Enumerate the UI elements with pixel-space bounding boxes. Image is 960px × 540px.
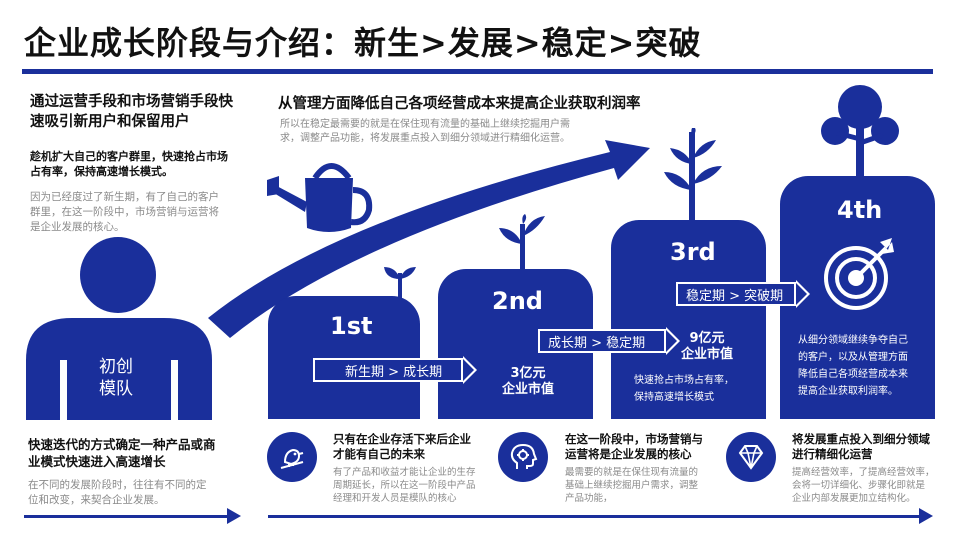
market-value-caption: 企业市值 (502, 382, 555, 397)
watering-can-icon (267, 163, 373, 232)
title-underline (22, 69, 933, 74)
page-title: 企业成长阶段与介绍：新生>发展>稳定>突破 (24, 24, 702, 62)
growing-plant-icon (664, 128, 722, 223)
left-bottom-heading-line: 业模式快速进入高速增长 (28, 454, 166, 469)
bottom-desc-line: 最需要的就是在保住现有流量的 (565, 467, 699, 478)
step-3-label: 3rd (670, 238, 716, 266)
bottom-heading-line: 只有在企业存活下来后企业 (333, 432, 471, 446)
step-3-block (611, 220, 766, 419)
bottom-desc-line: 有了产品和收益才能让企业的生存 (333, 467, 476, 478)
step-1-label: 1st (330, 312, 373, 340)
step-4-desc-line: 提高企业获取利润率。 (798, 386, 898, 397)
right-bottom-arrow-line (268, 515, 920, 518)
top-description: 所以在稳定最需要的就是在保住现有流量的基础上继续挖掘用户需 求，调整产品功能，将… (280, 118, 570, 146)
bottom-desc-line: 企业内部发展更加立结构化。 (792, 493, 916, 504)
top-desc-line: 求，调整产品功能，将发展重点投入到细分领域进行精细化运营。 (280, 133, 570, 144)
step-4-desc-line: 的客户，以及从管理方面 (798, 352, 908, 363)
bottom-heading-line: 将发展重点投入到细分领域 (792, 432, 930, 446)
top-desc-line: 所以在稳定最需要的就是在保住现有流量的基础上继续挖掘用户需 (280, 119, 570, 130)
stage-tag-1: 新生期 > 成长期 (313, 356, 477, 384)
diamond-icon (738, 445, 764, 470)
left-bottom-desc: 在不同的发展阶段时，往往有不同的定 位和改变，来契合企业发展。 (28, 478, 207, 508)
bottom-desc-line: 产品功能， (565, 493, 613, 504)
top-heading: 从管理方面降低自己各项经营成本来提高企业获取利润率 (278, 96, 641, 112)
left-subheading-line: 占有率，保持高速增长模式。 (30, 165, 173, 178)
growth-arrow (208, 140, 650, 338)
market-value-amount: 9亿元 (689, 331, 725, 346)
left-desc-line: 因为已经度过了新生期，有了自己的客户 (30, 191, 219, 203)
bottom-item-3-desc: 提高经营效率，了提高经营效率， 会将一切详细化、步骤化即就是 企业内部发展更加立… (792, 466, 935, 505)
left-bottom-arrowhead (227, 508, 241, 524)
stage-tag-1-text: 新生期 > 成长期 (313, 358, 463, 382)
left-bottom-arrow-line (24, 515, 228, 518)
team-label: 初创 模队 (88, 356, 144, 400)
left-bottom-heading: 快速迭代的方式确定一种产品或商 业模式快速进入高速增长 (28, 436, 216, 470)
bottom-item-1-heading: 只有在企业存活下来后企业 才能有自己的未来 (333, 432, 471, 462)
left-bottom-heading-line: 快速迭代的方式确定一种产品或商 (28, 437, 216, 452)
step-1-block (268, 296, 420, 419)
market-value-amount: 3亿元 (510, 366, 546, 381)
left-description: 因为已经度过了新生期，有了自己的客户 群里，在这一阶段中，市场营销与运营将 是企… (30, 190, 219, 235)
left-bottom-desc-line: 位和改变，来契合企业发展。 (28, 494, 165, 506)
stage-tag-3-arrow (796, 280, 810, 308)
step-4-desc-line: 从细分领域继续争夺自己 (798, 335, 908, 346)
step-3-desc-line: 保持高速增长模式 (634, 392, 714, 403)
startup-team-person-icon (26, 237, 212, 420)
left-bottom-desc-line: 在不同的发展阶段时，往往有不同的定 (28, 479, 207, 491)
bottom-item-3-icon-wrap (726, 432, 776, 482)
step-4-description: 从细分领域继续争夺自己 的客户，以及从管理方面 降低自己各项经营成本来 提高企业… (798, 332, 908, 400)
bottom-heading-line: 运营将是企业发展的核心 (565, 447, 692, 461)
left-subheading: 趁机扩大自己的客户群里，快速抢占市场 占有率，保持高速增长模式。 (30, 149, 228, 179)
market-value-caption: 企业市值 (681, 347, 734, 362)
tree-icon (821, 85, 899, 179)
stage-tag-3: 稳定期 > 突破期 (676, 280, 810, 308)
bird-on-branch-icon (280, 448, 304, 469)
stage-tag-2-arrow (666, 327, 680, 355)
stage-tag-3-text: 稳定期 > 突破期 (676, 282, 796, 306)
target-icon (824, 238, 894, 310)
stage-tag-2: 成长期 > 稳定期 (538, 327, 680, 355)
left-subheading-line: 趁机扩大自己的客户群里，快速抢占市场 (30, 150, 228, 163)
left-desc-line: 群里，在这一阶段中，市场营销与运营将 (30, 206, 219, 218)
head-gear-icon (510, 443, 538, 469)
left-desc-line: 是企业发展的核心。 (30, 221, 125, 233)
team-label-line: 模队 (99, 379, 133, 399)
team-label-line: 初创 (99, 357, 133, 377)
step-3-value: 9亿元 企业市值 (681, 331, 733, 363)
right-bottom-arrowhead (919, 508, 933, 524)
bottom-desc-line: 经理和开发人员是模队的核心 (333, 493, 457, 504)
bottom-desc-line: 会将一切详细化、步骤化即就是 (792, 480, 926, 491)
stage-tag-2-text: 成长期 > 稳定期 (538, 329, 666, 353)
bottom-heading-line: 才能有自己的未来 (333, 447, 425, 461)
bottom-item-1-icon-wrap (267, 432, 317, 482)
step-4-desc-line: 降低自己各项经营成本来 (798, 369, 908, 380)
bottom-item-2-heading: 在这一阶段中，市场营销与 运营将是企业发展的核心 (565, 432, 703, 462)
step-4-label: 4th (837, 196, 883, 224)
step-3-desc-line: 快速抢占市场占有率， (634, 375, 734, 386)
bottom-item-1-desc: 有了产品和收益才能让企业的生存 周期延长，所以在这一阶段中产品 经理和开发人员是… (333, 466, 476, 505)
stage-tag-1-arrow (463, 356, 477, 384)
bottom-heading-line: 进行精细化运营 (792, 447, 873, 461)
bottom-item-2-desc: 最需要的就是在保住现有流量的 基础上继续挖掘用户需求，调整 产品功能， (565, 466, 698, 505)
sprout-icon (384, 267, 416, 300)
step-2-value: 3亿元 企业市值 (502, 366, 554, 398)
left-heading-line: 速吸引新用户和保留用户 (30, 114, 190, 130)
bottom-heading-line: 在这一阶段中，市场营销与 (565, 432, 703, 446)
young-plant-icon (499, 214, 545, 272)
left-heading: 通过运营手段和市场营销手段快 速吸引新用户和保留用户 (30, 92, 233, 132)
bottom-desc-line: 周期延长，所以在这一阶段中产品 (333, 480, 476, 491)
bottom-item-3-heading: 将发展重点投入到细分领域 进行精细化运营 (792, 432, 930, 462)
step-3-description: 快速抢占市场占有率， 保持高速增长模式 (634, 372, 734, 406)
bottom-item-2-icon-wrap (498, 432, 548, 482)
step-2-label: 2nd (492, 287, 543, 315)
bottom-desc-line: 基础上继续挖掘用户需求，调整 (565, 480, 699, 491)
left-heading-line: 通过运营手段和市场营销手段快 (30, 94, 233, 110)
bottom-desc-line: 提高经营效率，了提高经营效率， (792, 467, 935, 478)
